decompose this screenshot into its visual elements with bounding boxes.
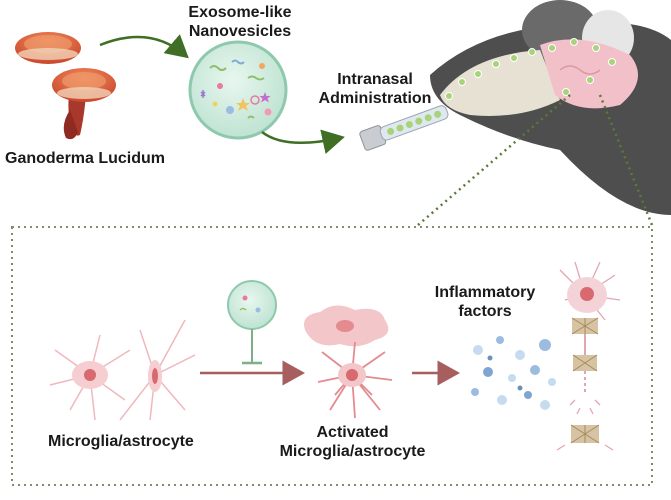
zoom-frame <box>11 226 653 486</box>
resting-cell-label: Microglia/astrocyte <box>48 433 194 450</box>
source-label: Ganoderma Lucidum <box>5 150 166 167</box>
inhibition-icon <box>227 280 277 365</box>
arrow-to-vesicle <box>99 34 189 59</box>
activated-microglia-icon <box>304 305 389 347</box>
vesicle-label: Exosome-like Nanovesicles <box>185 3 295 41</box>
nanovesicle-icon <box>188 40 288 140</box>
vesicle-label-line2: Nanovesicles <box>188 23 292 40</box>
mouse-head-icon <box>430 0 671 216</box>
activated-astrocyte-icon <box>317 341 393 419</box>
vesicle-label-line1: Exosome-like <box>188 4 292 21</box>
resting-cell-icon <box>49 319 196 421</box>
admin-label-line1: Intranasal <box>337 71 413 88</box>
resting-nucleus <box>84 369 96 381</box>
activated-cell-label: Activated Microglia/astrocyte <box>265 423 440 461</box>
admin-label: Intranasal Administration <box>310 70 440 108</box>
inflammatory-factors-icon <box>471 336 556 410</box>
inflammatory-label: Inflammatory factors <box>420 283 550 321</box>
mushroom-icon <box>15 32 116 140</box>
arrow-to-dropper <box>261 129 345 154</box>
nasal-dropper-icon <box>359 105 449 151</box>
admin-label-line2: Administration <box>318 90 432 107</box>
activated-label-line1: Activated <box>316 424 389 441</box>
activated-label-line2: Microglia/astrocyte <box>279 443 426 460</box>
inflammatory-label-line1: Inflammatory <box>434 284 536 301</box>
inflammatory-label-line2: factors <box>458 303 512 320</box>
neuron-icon <box>556 261 621 451</box>
